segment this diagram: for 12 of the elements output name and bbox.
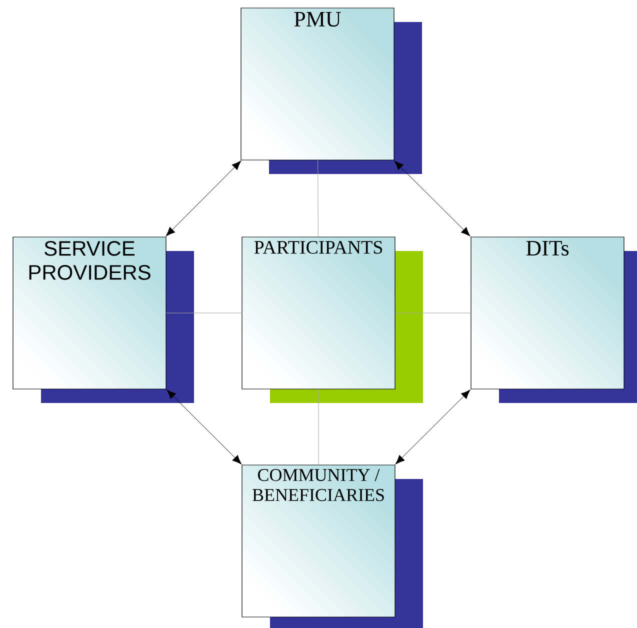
process-box: SERVICE PROVIDERS xyxy=(12,236,194,403)
connector-line xyxy=(318,389,319,465)
process-box: PARTICIPANTS xyxy=(242,236,423,403)
process-box: COMMUNITY / BENEFICIARIES xyxy=(242,464,423,628)
process-box: PMU xyxy=(240,8,422,174)
arrow xyxy=(395,390,470,464)
connector-line xyxy=(166,312,242,314)
process-box: DITs xyxy=(470,236,637,403)
connector-line xyxy=(395,312,471,314)
arrow xyxy=(394,160,470,236)
arrow xyxy=(166,160,242,236)
arrow xyxy=(166,390,242,464)
